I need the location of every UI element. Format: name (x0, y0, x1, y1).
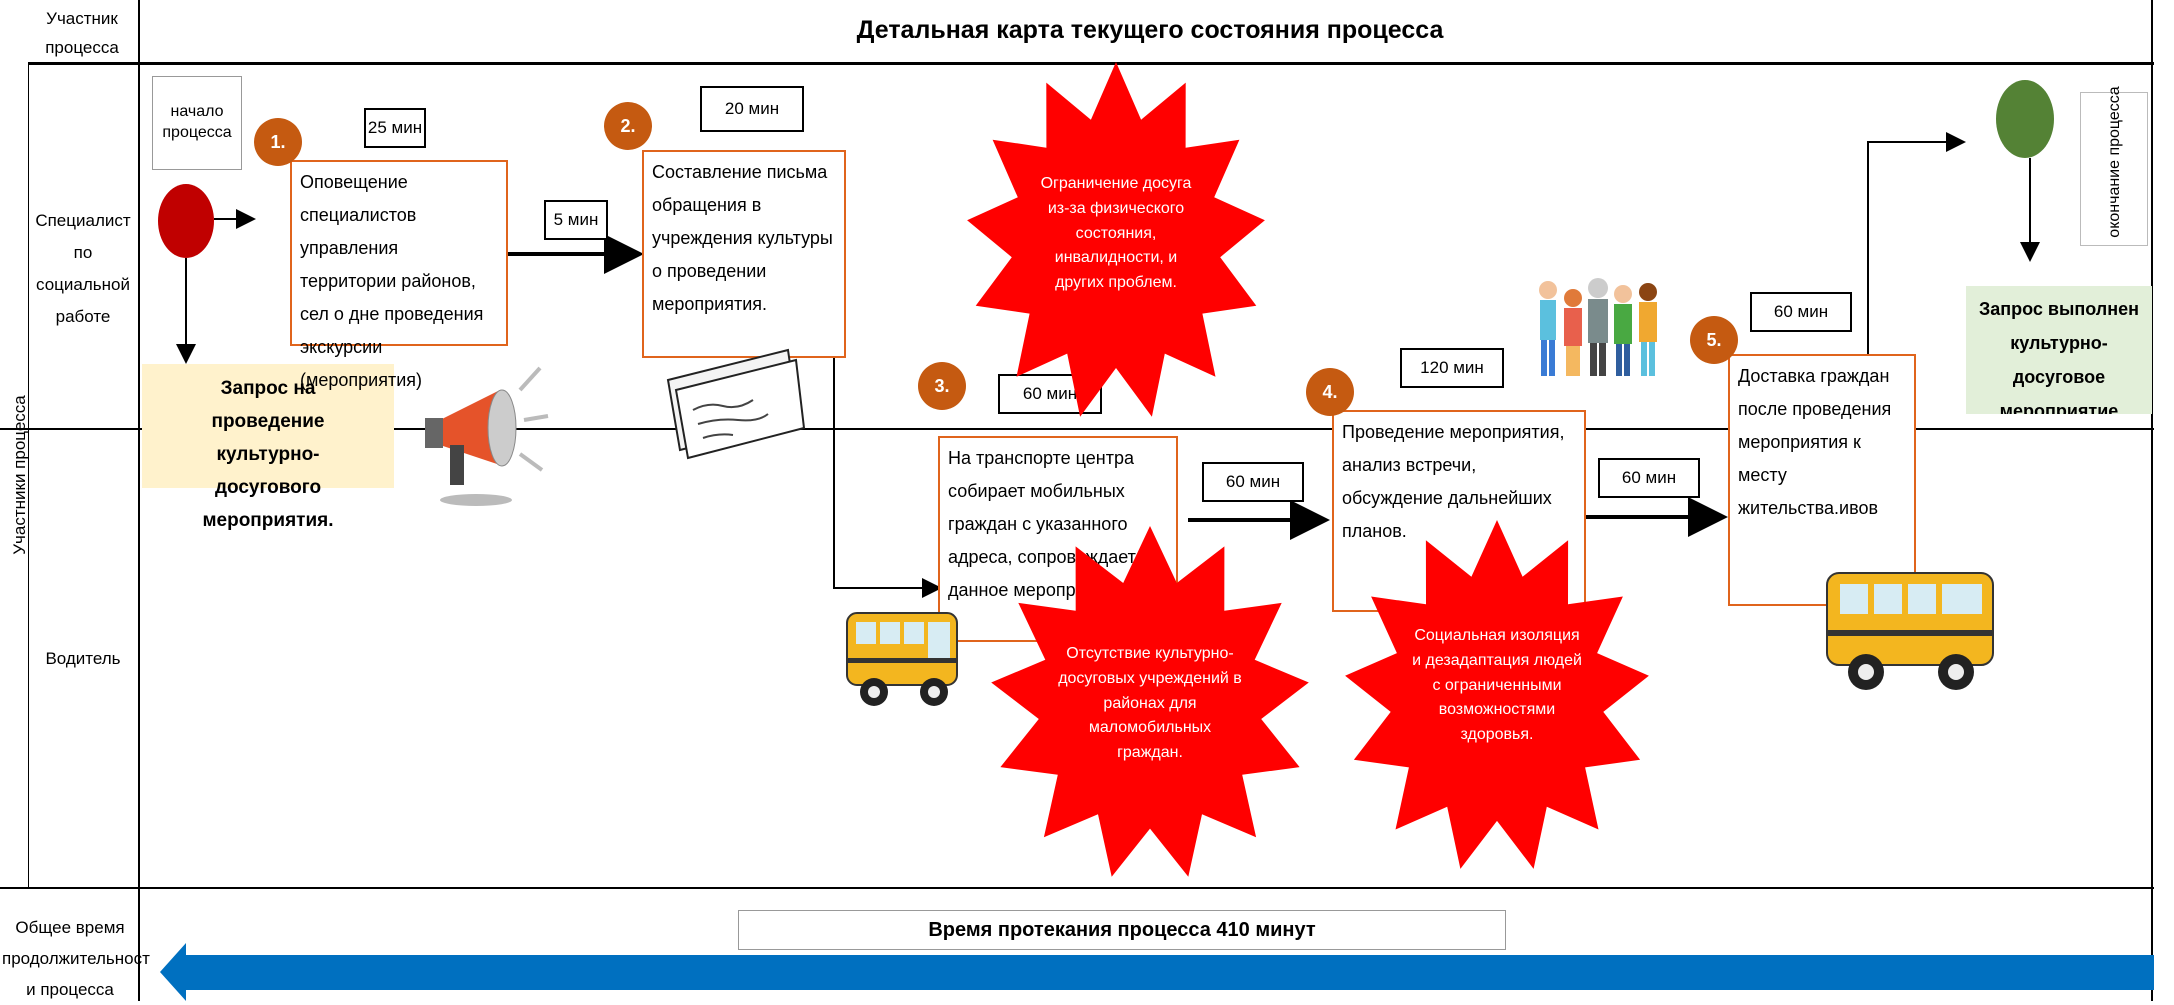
step1-number: 1. (254, 118, 302, 166)
transition3-time: 60 мин (1202, 462, 1304, 502)
letters-icon (666, 348, 806, 460)
bus-icon-2 (1826, 572, 1994, 690)
total-time-label: Общее время продолжительност и процесса (2, 918, 150, 999)
left-column-divider (138, 0, 140, 1001)
step1-time: 25 мин (364, 108, 426, 148)
problem-star-shape-1 (967, 62, 1265, 417)
megaphone-icon (425, 366, 549, 506)
problem-star-3-text: Социальная изоляция и дезадаптация людей… (1412, 627, 1582, 744)
step5-time: 60 мин (1750, 292, 1852, 332)
step3-number: 3. (918, 362, 966, 410)
problem-star-2 (991, 526, 1309, 877)
problem-star-3 (1345, 520, 1649, 869)
lane-divider (0, 428, 2154, 430)
problem-star-1 (967, 62, 1265, 417)
problem-star-2-text: Отсутствие культурно-досуговых учреждени… (1058, 645, 1242, 762)
footer-divider (0, 887, 2154, 889)
step3-box: На транспорте центра собирает мобильных … (938, 436, 1178, 642)
lane-label-driver: Водитель (45, 649, 121, 668)
step2-box: Составление письма обращения в учреждени… (642, 150, 846, 358)
bus-icon-1 (846, 612, 958, 706)
lane-label-specialist: Специалист по социальной работе (35, 211, 131, 326)
participants-header: Участник процесса (45, 9, 119, 57)
total-time-box: Время протекания процесса 410 минут (738, 910, 1506, 950)
step4-time: 120 мин (1400, 348, 1504, 388)
step2-number: 2. (604, 102, 652, 150)
end-circle (1996, 80, 2054, 158)
step5-number: 5. (1690, 316, 1738, 364)
step4-number: 4. (1306, 368, 1354, 416)
page-title: Детальная карта текущего состояния проце… (856, 16, 1444, 44)
outer-left-border (28, 62, 29, 888)
end-label: окончание процесса (2106, 86, 2123, 238)
end-label-box: окончание процесса (2080, 86, 2148, 246)
step2-to-step3-arrow (833, 358, 942, 598)
total-time-arrow (160, 943, 2154, 1001)
problem-star-1-text: Ограничение досуга из-за физического сос… (1040, 175, 1192, 292)
step1-box: Оповещение специалистов управления терри… (290, 160, 508, 390)
problem-star-shape-3 (1345, 520, 1649, 869)
start-label: начало процесса (152, 76, 242, 170)
step5-to-end-arrow (1867, 132, 1966, 354)
step5-box: Доставка граждан после проведения меропр… (1728, 354, 1916, 606)
family-icon (1539, 278, 1657, 376)
start-request-box: Запрос на проведение культурно-досуговог… (142, 364, 394, 531)
end-result-box: Запрос выполнен культурно-досуговое меро… (1966, 286, 2152, 414)
right-border (2151, 0, 2153, 1001)
step2-time: 20 мин (700, 86, 804, 132)
header-divider (28, 62, 2154, 65)
transition4-time: 60 мин (1598, 458, 1700, 498)
transition1-time: 5 мин (544, 200, 608, 240)
start-circle (158, 184, 214, 258)
problem-star-shape-2 (991, 526, 1309, 877)
